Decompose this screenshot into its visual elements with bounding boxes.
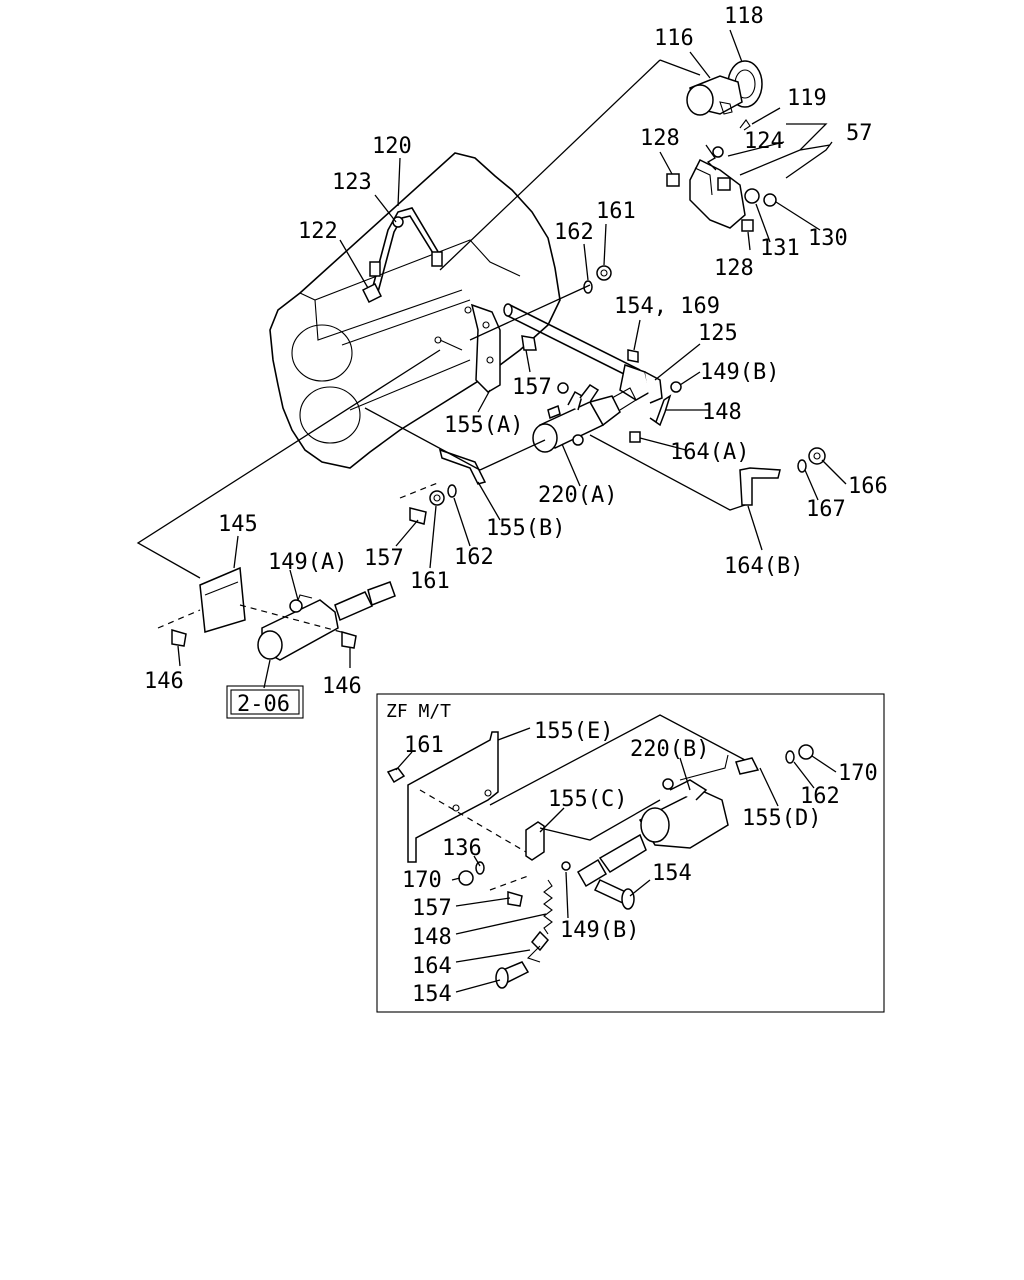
- label-122: 122: [298, 219, 338, 244]
- inset-label-155d: 155(D): [742, 806, 821, 831]
- label-166: 166: [848, 474, 888, 499]
- label-123: 123: [332, 170, 372, 195]
- connector-lines: [136, 59, 831, 634]
- label-130: 130: [808, 226, 848, 251]
- inset-label-136: 136: [442, 836, 482, 861]
- bracket-155b: [438, 448, 487, 485]
- label-145: 145: [218, 512, 258, 537]
- part-labels: 118 116 119 124 57 128 131 130 128 120 1…: [144, 4, 888, 699]
- page-reference-box[interactable]: 2-06: [226, 685, 304, 719]
- label-146-b: 146: [322, 674, 362, 699]
- label-164b: 164(B): [724, 554, 803, 579]
- label-118: 118: [724, 4, 764, 29]
- hardware-middle: [409, 484, 457, 525]
- label-124: 124: [744, 129, 784, 154]
- label-119: 119: [787, 86, 827, 111]
- label-164a: 164(A): [670, 440, 749, 465]
- label-128-b: 128: [714, 256, 754, 281]
- zf-mt-inset: ZF M/T: [376, 693, 885, 1013]
- inset-label-155c: 155(C): [548, 787, 627, 812]
- clutch-pipe-120: [361, 207, 443, 304]
- label-167: 167: [806, 497, 846, 522]
- label-161-b: 161: [410, 569, 450, 594]
- label-157: 157: [512, 375, 552, 400]
- label-146: 146: [144, 669, 184, 694]
- label-148: 148: [702, 400, 742, 425]
- release-bearing-assembly: [686, 60, 763, 131]
- label-155b: 155(B): [486, 516, 565, 541]
- label-149a: 149(A): [268, 550, 347, 575]
- inset-label-155e: 155(E): [534, 719, 613, 744]
- inset-label-220b: 220(B): [630, 737, 709, 762]
- label-116: 116: [654, 26, 694, 51]
- inset-label-154-b: 154: [412, 982, 452, 1007]
- inset-label-149b: 149(B): [560, 918, 639, 943]
- inset-label-154: 154: [652, 861, 692, 886]
- bracket-155a: [470, 303, 501, 393]
- inset-label-170-b: 170: [402, 868, 442, 893]
- label-131: 131: [760, 236, 800, 261]
- inset-label-148: 148: [412, 925, 452, 950]
- label-125: 125: [698, 321, 738, 346]
- label-220a: 220(A): [538, 483, 617, 508]
- slave-cylinder-220a: [532, 382, 637, 453]
- inset-label-170: 170: [838, 761, 878, 786]
- transmission-housing: [269, 152, 561, 469]
- label-128: 128: [640, 126, 680, 151]
- label-leaders: [177, 29, 847, 689]
- page-reference-label: 2-06: [237, 692, 290, 717]
- inset-label-164: 164: [412, 954, 452, 979]
- label-155a: 155(A): [444, 413, 523, 438]
- cross-shaft: [503, 303, 663, 404]
- label-120: 120: [372, 134, 412, 159]
- hardware-upper: [521, 265, 682, 443]
- release-fork-assembly: [666, 146, 777, 232]
- label-162-b: 162: [454, 545, 494, 570]
- label-157-b: 157: [364, 546, 404, 571]
- label-57: 57: [846, 121, 873, 146]
- inset-label-157: 157: [412, 896, 452, 921]
- label-154-169: 154, 169: [614, 294, 720, 319]
- inset-title: ZF M/T: [386, 701, 451, 722]
- label-161: 161: [596, 199, 636, 224]
- master-cylinder: [171, 566, 396, 661]
- inset-label-162: 162: [800, 784, 840, 809]
- inset-label-161: 161: [404, 733, 444, 758]
- label-149b: 149(B): [700, 360, 779, 385]
- label-162: 162: [554, 220, 594, 245]
